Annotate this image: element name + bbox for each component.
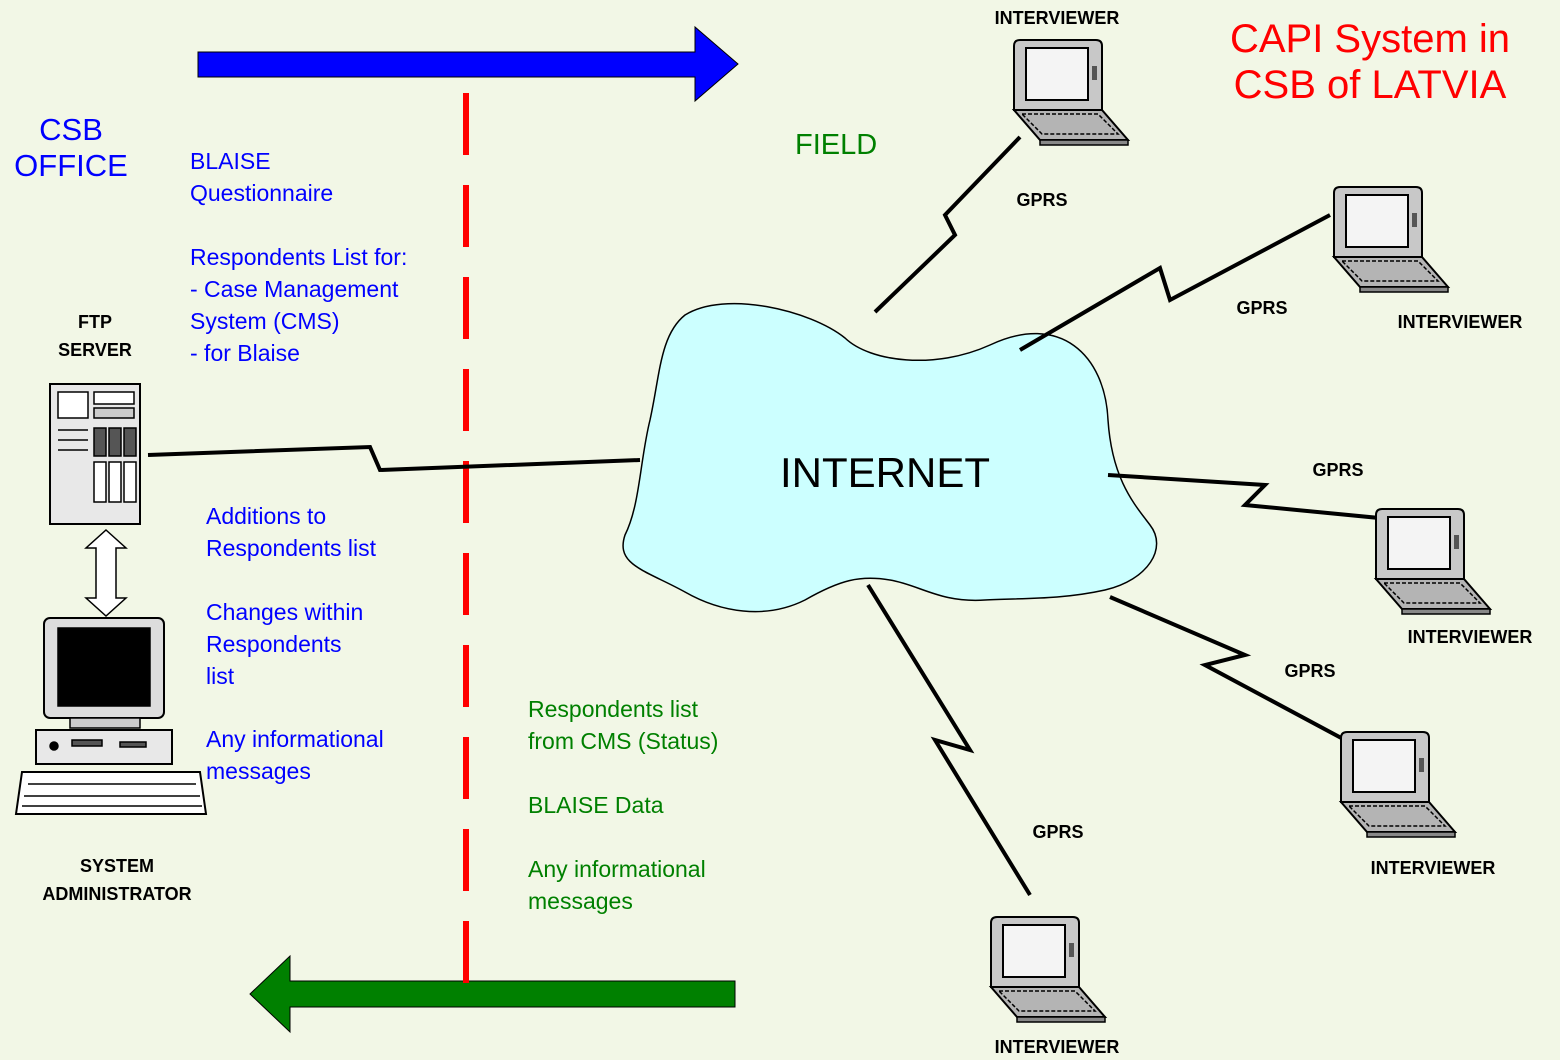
outgoing-respondents-list: Respondents List for: - Case Management …	[190, 244, 408, 366]
interviewer-laptop-bottom	[990, 916, 1106, 1023]
gprs-link-bottom	[866, 583, 1032, 897]
admin-additions: Additions to Respondents list	[206, 503, 377, 561]
incoming-messages: Any informational messages	[528, 856, 706, 914]
incoming-status-list: Respondents list from CMS (Status)	[528, 696, 719, 754]
gprs-link-upper-right	[1018, 213, 1331, 352]
gprs-link-top	[873, 135, 1022, 314]
interviewer-laptop-mid-right	[1375, 508, 1491, 615]
interviewer-label-top: INTERVIEWER	[995, 8, 1120, 28]
incoming-blaise-data: BLAISE Data	[528, 792, 664, 818]
admin-workstation-icon	[14, 617, 208, 815]
server-admin-link-arrow	[84, 528, 128, 618]
incoming-arrow	[249, 954, 736, 1034]
office-label: CSB OFFICE	[14, 112, 128, 183]
gprs-link-lower-right	[1109, 595, 1346, 742]
interviewer-laptop-lower-right	[1340, 731, 1456, 838]
field-label: FIELD	[795, 129, 877, 161]
gprs-link-mid-right	[1107, 473, 1401, 522]
outgoing-questionnaire: BLAISE Questionnaire	[190, 148, 334, 206]
interviewer-label-mid-right: INTERVIEWER	[1408, 627, 1533, 647]
interviewer-label-bottom: INTERVIEWER	[995, 1037, 1120, 1057]
gprs-label-bottom: GPRS	[1032, 822, 1083, 842]
outgoing-arrow	[197, 25, 739, 103]
interviewer-laptop-top	[1013, 39, 1129, 146]
ftp-server-label: FTP SERVER	[58, 312, 132, 360]
admin-changes: Changes within Respondents list	[206, 599, 364, 689]
gprs-label-upper-right: GPRS	[1236, 298, 1287, 318]
ftp-server-icon	[49, 383, 141, 525]
gprs-label-top: GPRS	[1016, 190, 1067, 210]
internet-cloud	[622, 302, 1158, 613]
connections	[147, 135, 1401, 897]
gprs-label-mid-right: GPRS	[1312, 460, 1363, 480]
ftp-link	[147, 444, 641, 473]
admin-messages: Any informational messages	[206, 726, 384, 784]
sysadmin-label: SYSTEM ADMINISTRATOR	[42, 856, 192, 904]
interviewer-laptop-upper-right	[1333, 186, 1449, 293]
gprs-label-lower-right: GPRS	[1284, 661, 1335, 681]
internet-label: INTERNET	[780, 449, 990, 496]
diagram-title: CAPI System in CSB of LATVIA	[1229, 17, 1511, 107]
interviewer-label-upper-right: INTERVIEWER	[1398, 312, 1523, 332]
interviewer-label-lower-right: INTERVIEWER	[1371, 858, 1496, 878]
